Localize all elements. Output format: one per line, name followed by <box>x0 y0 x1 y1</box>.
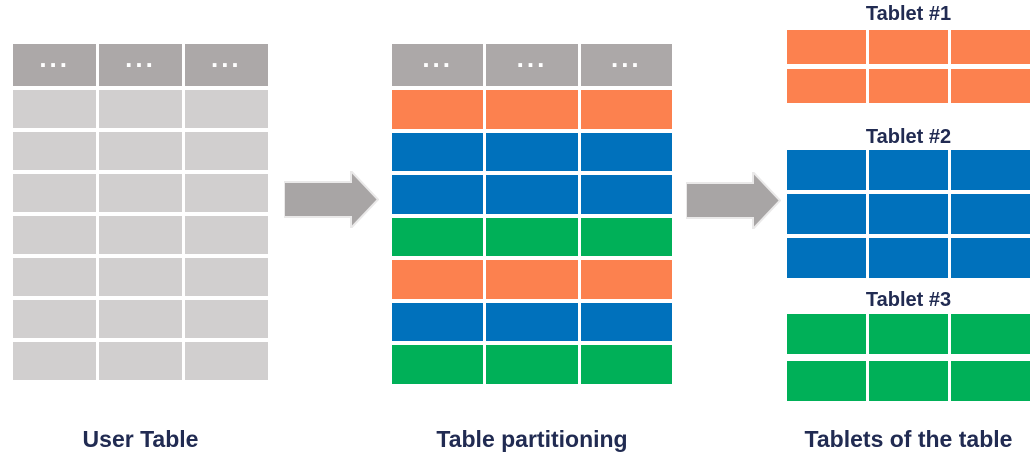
table-cell-blue <box>486 175 578 214</box>
table-cell-green <box>486 345 578 384</box>
table-cell-orange <box>392 260 484 299</box>
table-cell-blue <box>392 175 484 214</box>
table-cell-gray <box>98 257 183 296</box>
partitioned-table-label: Table partitioning <box>436 426 628 452</box>
table-cell-gray <box>98 299 183 338</box>
table-cell-gray <box>184 173 268 212</box>
table-cell-orange <box>869 30 948 64</box>
table-cell-green <box>869 361 948 401</box>
ellipsis-text: ... <box>210 43 242 73</box>
table-cell-orange <box>869 69 948 103</box>
table-cell-green <box>951 314 1030 354</box>
table-cell-blue <box>869 194 948 234</box>
table-cell-orange <box>392 90 484 129</box>
table-cell-green <box>392 217 484 256</box>
table-cell-blue <box>787 150 866 190</box>
table-cell-green <box>392 345 484 384</box>
table-cell-gray <box>184 299 268 338</box>
table-cell-green <box>580 345 672 384</box>
table-cell-blue <box>392 302 484 341</box>
ellipsis-text: ... <box>422 43 453 73</box>
user-table-grid: ......... <box>13 44 268 380</box>
tablet-1-grid <box>787 30 1030 103</box>
table-cell-blue <box>392 132 484 171</box>
table-cell-blue <box>787 238 866 278</box>
table-cell-green <box>580 217 672 256</box>
table-cell-blue <box>869 150 948 190</box>
table-cell-gray <box>13 257 97 296</box>
table-cell-blue <box>951 194 1030 234</box>
header-cell: ... <box>184 43 268 86</box>
table-cell-gray <box>98 341 183 380</box>
ellipsis-text: ... <box>125 43 156 73</box>
table-cell-gray <box>184 341 268 380</box>
table-cell-gray <box>13 131 97 170</box>
table-cell-green <box>869 314 948 354</box>
table-cell-gray <box>13 341 97 380</box>
partitioned-table-grid: ......... <box>392 44 672 384</box>
ellipsis-text: ... <box>39 43 70 73</box>
table-cell-orange <box>580 260 672 299</box>
header-cell: ... <box>580 43 672 86</box>
user-table-label: User Table <box>82 426 199 452</box>
table-cell-green <box>951 361 1030 401</box>
table-cell-green <box>787 314 866 354</box>
table-cell-gray <box>98 173 183 212</box>
table-cell-orange <box>486 260 578 299</box>
tablet-1-title: Tablet #1 <box>865 3 952 25</box>
table-cell-blue <box>951 238 1030 278</box>
table-cell-blue <box>486 132 578 171</box>
table-cell-gray <box>184 89 268 128</box>
table-cell-blue <box>486 302 578 341</box>
table-cell-gray <box>13 215 97 254</box>
table-cell-gray <box>98 89 183 128</box>
table-cell-gray <box>184 257 268 296</box>
table-cell-blue <box>580 175 672 214</box>
table-cell-blue <box>787 194 866 234</box>
ellipsis-text: ... <box>516 43 548 73</box>
header-cell: ... <box>486 43 578 86</box>
table-cell-gray <box>184 215 268 254</box>
arrow-right-icon <box>284 171 379 228</box>
tablets-label: Tablets of the table <box>804 426 1013 452</box>
tablet-2-title: Tablet #2 <box>865 126 952 148</box>
table-cell-blue <box>951 150 1030 190</box>
table-cell-green <box>787 361 866 401</box>
header-cell: ... <box>13 43 97 86</box>
table-cell-green <box>486 217 578 256</box>
table-cell-orange <box>787 30 866 64</box>
table-cell-blue <box>580 302 672 341</box>
table-cell-orange <box>580 90 672 129</box>
header-cell: ... <box>98 43 183 86</box>
ellipsis-text: ... <box>610 43 642 73</box>
table-cell-orange <box>951 69 1030 103</box>
table-cell-gray <box>13 299 97 338</box>
tablet-2-grid <box>787 150 1030 278</box>
table-cell-orange <box>486 90 578 129</box>
table-cell-orange <box>951 30 1030 64</box>
table-cell-gray <box>98 215 183 254</box>
table-cell-gray <box>184 131 268 170</box>
table-cell-gray <box>13 173 97 212</box>
arrow-right-icon <box>686 172 781 229</box>
table-cell-gray <box>13 89 97 128</box>
table-cell-blue <box>869 238 948 278</box>
tablet-3-grid <box>787 314 1030 401</box>
tablet-3-title: Tablet #3 <box>865 289 952 311</box>
table-cell-blue <box>580 132 672 171</box>
header-cell: ... <box>392 43 484 86</box>
table-cell-gray <box>98 131 183 170</box>
table-cell-orange <box>787 69 866 103</box>
